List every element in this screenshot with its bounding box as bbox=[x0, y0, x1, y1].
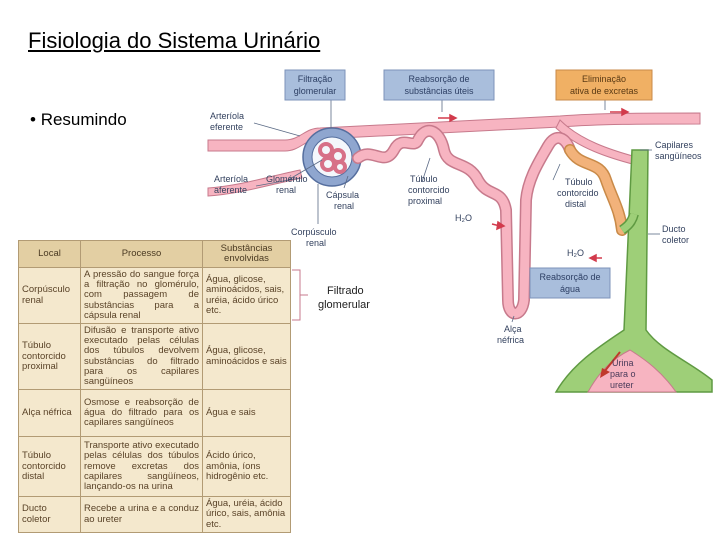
table-row: Alça néfrica Osmose e reabsorção de água… bbox=[18, 389, 291, 438]
label-tubulo-distal-1: Túbulo bbox=[565, 177, 593, 187]
cell-substancias: Água e sais bbox=[202, 389, 291, 438]
label-capsula-1: Cápsula bbox=[326, 190, 359, 200]
label-ducto-2: coletor bbox=[662, 235, 689, 245]
process-table: Local Processo Substâncias envolvidas Co… bbox=[18, 240, 291, 533]
label-corpusculo-2: renal bbox=[306, 238, 326, 248]
flow-arrows bbox=[438, 107, 630, 263]
box-filtracao: Filtração glomerular bbox=[284, 69, 346, 101]
header-local: Local bbox=[18, 240, 81, 268]
label-h2o-2: H₂O bbox=[567, 248, 584, 258]
label-glomerulo-1: Glomérulo bbox=[266, 174, 308, 184]
leader-lines bbox=[253, 98, 660, 323]
bullet-item: • Resumindo bbox=[30, 110, 127, 129]
label-alca-2: néfrica bbox=[497, 335, 524, 345]
cell-processo: Difusão e transporte ativo executado pel… bbox=[80, 323, 203, 391]
label-tubulo-proximal-1: Túbulo bbox=[410, 174, 438, 184]
nephron-tubule bbox=[352, 124, 628, 320]
renal-capsule bbox=[302, 127, 362, 187]
label-arteriola-eferente-2: eferente bbox=[210, 122, 243, 132]
label-urina-1: Urina bbox=[612, 358, 634, 368]
collecting-duct bbox=[554, 149, 713, 393]
cell-processo: Osmose e reabsorção de água do filtrado … bbox=[80, 389, 203, 438]
cell-substancias: Água, glicose, aminoácidos e sais bbox=[202, 323, 291, 391]
box-eliminacao-line2: ativa de excretas bbox=[570, 86, 639, 96]
filtrado-bracket bbox=[292, 269, 308, 321]
box-reabsorcao-uteis: Reabsorção de substâncias úteis bbox=[383, 69, 495, 101]
label-glomerulo-2: renal bbox=[276, 185, 296, 195]
bullet-text: Resumindo bbox=[40, 110, 127, 129]
cell-substancias: Ácido úrico, amônia, íons hidrogênio etc… bbox=[202, 436, 291, 498]
label-corpusculo-1: Corpúsculo bbox=[291, 227, 337, 237]
cell-local: Túbulo contorcido distal bbox=[18, 436, 81, 498]
cell-substancias: Água, uréia, ácido úrico, sais, amônia e… bbox=[202, 496, 291, 533]
box-reabsorcao-agua: Reabsorção de água bbox=[529, 267, 611, 299]
box-filtracao-line2: glomerular bbox=[294, 86, 337, 96]
label-arteriola-eferente-1: Arteríola bbox=[210, 111, 244, 121]
table-row: Corpúsculo renal A pressão do sangue for… bbox=[18, 266, 291, 325]
box-agua-line2: água bbox=[560, 284, 580, 294]
page-title: Fisiologia do Sistema Urinário bbox=[28, 28, 321, 53]
cell-processo: Recebe a urina e a conduz ao ureter bbox=[80, 496, 203, 533]
label-tubulo-distal-3: distal bbox=[565, 199, 586, 209]
cell-local: Corpúsculo renal bbox=[18, 266, 81, 325]
label-tubulo-distal-2: contorcido bbox=[557, 188, 599, 198]
arrow-icon bbox=[600, 368, 610, 378]
label-arteriola-aferente-2: aferente bbox=[214, 185, 247, 195]
label-h2o-1: H₂O bbox=[455, 213, 472, 223]
label-filtrado-2: glomerular bbox=[318, 299, 370, 311]
label-capilares-2: sangüíneos bbox=[655, 151, 702, 161]
label-filtrado-1: Filtrado bbox=[327, 285, 364, 297]
table-row: Túbulo contorcido proximal Difusão e tra… bbox=[18, 323, 291, 391]
label-capilares-1: Capilares bbox=[655, 140, 694, 150]
label-urina-3: ureter bbox=[610, 380, 634, 390]
label-arteriola-aferente-1: Arteríola bbox=[214, 174, 248, 184]
label-ducto-1: Ducto bbox=[662, 224, 686, 234]
cell-local: Ducto coletor bbox=[18, 496, 81, 533]
box-agua-line1: Reabsorção de bbox=[539, 272, 600, 282]
box-filtracao-line1: Filtração bbox=[298, 74, 333, 84]
label-urina-2: para o bbox=[610, 369, 636, 379]
header-substancias: Substâncias envolvidas bbox=[202, 240, 291, 268]
table-header-row: Local Processo Substâncias envolvidas bbox=[18, 240, 291, 268]
cell-local: Túbulo contorcido proximal bbox=[18, 323, 81, 391]
cell-processo: Transporte ativo executado pelas células… bbox=[80, 436, 203, 498]
label-tubulo-proximal-3: proximal bbox=[408, 196, 442, 206]
table-row: Túbulo contorcido distal Transporte ativ… bbox=[18, 436, 291, 498]
label-tubulo-proximal-2: contorcido bbox=[408, 185, 450, 195]
glomerulus bbox=[318, 142, 347, 174]
table-row: Ducto coletor Recebe a urina e a conduz … bbox=[18, 496, 291, 533]
box-reabsorcao-line1: Reabsorção de bbox=[408, 74, 469, 84]
cell-local: Alça néfrica bbox=[18, 389, 81, 438]
box-eliminacao-line1: Eliminação bbox=[582, 74, 626, 84]
box-reabsorcao-line2: substâncias úteis bbox=[404, 86, 474, 96]
header-processo: Processo bbox=[80, 240, 203, 268]
label-alca-1: Alça bbox=[504, 324, 522, 334]
cell-processo: A pressão do sangue força a filtração no… bbox=[80, 266, 203, 325]
box-eliminacao: Eliminação ativa de excretas bbox=[555, 69, 653, 101]
label-capsula-2: renal bbox=[334, 201, 354, 211]
cell-substancias: Água, glicose, aminoácidos, sais, uréia,… bbox=[202, 266, 291, 325]
